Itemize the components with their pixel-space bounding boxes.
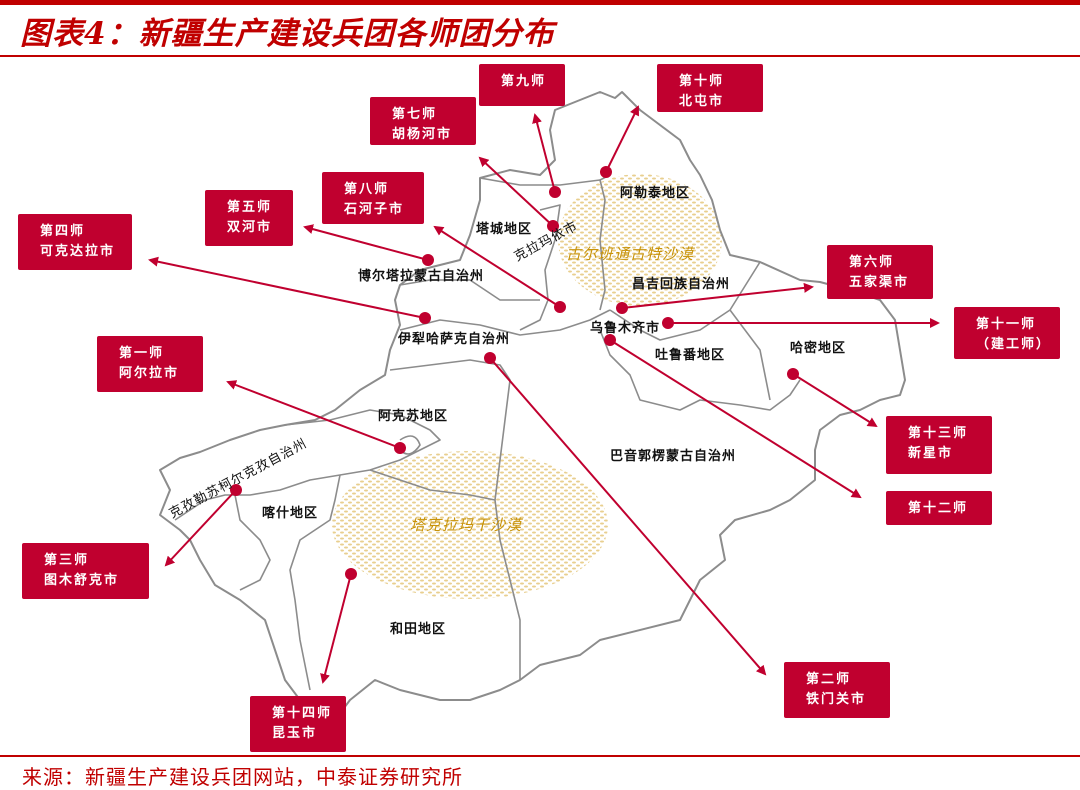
division-box-9: 第九师 xyxy=(479,64,565,106)
region-label-bayingolin: 巴音郭楞蒙古自治州 xyxy=(610,449,737,464)
division-box-12: 第十二师 xyxy=(886,491,992,525)
division-city: 五家渠市 xyxy=(849,275,910,290)
division-box-2: 第二师 铁门关市 xyxy=(784,662,890,718)
region-label-tacheng: 塔城地区 xyxy=(476,222,533,237)
division-name: 第十四师 xyxy=(272,706,333,721)
source-note: 来源：新疆生产建设兵团网站，中泰证券研究所 xyxy=(22,765,463,789)
division-name: 第五师 xyxy=(227,200,273,215)
division-box-10: 第十师 北屯市 xyxy=(657,64,763,112)
region-label-aksu: 阿克苏地区 xyxy=(378,409,449,424)
division-name: 第三师 xyxy=(44,553,90,568)
division-name: 第七师 xyxy=(392,107,438,122)
location-dots xyxy=(230,166,799,580)
region-label-kashgar: 喀什地区 xyxy=(262,506,319,521)
region-label-ili: 伊犁哈萨克自治州 xyxy=(398,332,511,347)
division-city: 胡杨河市 xyxy=(392,127,453,142)
division-city: 阿尔拉市 xyxy=(119,366,180,381)
division-name: 第十三师 xyxy=(908,426,969,441)
division-city: 北屯市 xyxy=(679,94,725,109)
division-box-8: 第八师 石河子市 xyxy=(322,172,424,224)
division-city: （建工师） xyxy=(976,337,1052,352)
division-name: 第十二师 xyxy=(908,501,969,516)
desert-label-taklamakan: 塔克拉玛干沙漠 xyxy=(410,516,523,534)
division-name: 第一师 xyxy=(119,346,165,361)
taklamakan-desert-area xyxy=(332,451,608,599)
footer-rule xyxy=(0,755,1080,757)
region-label-hotan: 和田地区 xyxy=(390,622,447,637)
division-city: 铁门关市 xyxy=(806,692,867,707)
division-name: 第二师 xyxy=(806,672,852,687)
division-box-6: 第六师 五家渠市 xyxy=(827,245,933,299)
title-rule xyxy=(0,55,1080,57)
division-name: 第九师 xyxy=(501,74,547,89)
division-city: 可克达拉市 xyxy=(40,244,116,259)
division-box-11: 第十一师 （建工师） xyxy=(954,307,1060,359)
region-label-changji: 昌吉回族自治州 xyxy=(632,277,731,292)
gurbantunggut-desert-area xyxy=(558,174,722,306)
region-label-urumqi: 乌鲁木齐市 xyxy=(590,321,661,336)
division-name: 第四师 xyxy=(40,224,86,239)
desert-label-gurbantunggut: 古尔班通古特沙漠 xyxy=(566,245,695,263)
division-name: 第六师 xyxy=(849,255,895,270)
region-boundaries xyxy=(174,174,801,691)
region-label-altay: 阿勒泰地区 xyxy=(620,186,691,201)
division-box-3: 第三师 图木舒克市 xyxy=(22,543,149,599)
division-city: 双河市 xyxy=(227,220,273,235)
division-name: 第十师 xyxy=(679,74,725,89)
division-box-7: 第七师 胡杨河市 xyxy=(370,97,476,145)
division-box-5: 第五师 双河市 xyxy=(205,190,293,246)
region-label-bortala: 博尔塔拉蒙古自治州 xyxy=(358,269,485,284)
division-box-14: 第十四师 昆玉市 xyxy=(250,696,346,752)
region-label-turpan: 吐鲁番地区 xyxy=(655,348,726,363)
leader-lines xyxy=(148,105,940,684)
division-box-13: 第十三师 新星市 xyxy=(886,416,992,474)
division-city: 图木舒克市 xyxy=(44,573,120,588)
division-city: 新星市 xyxy=(908,446,954,461)
division-name: 第十一师 xyxy=(976,317,1037,332)
division-city: 昆玉市 xyxy=(272,726,318,741)
region-label-hami: 哈密地区 xyxy=(790,341,847,356)
division-box-4: 第四师 可克达拉市 xyxy=(18,214,132,270)
division-box-1: 第一师 阿尔拉市 xyxy=(97,336,203,392)
figure-title: 图表4：新疆生产建设兵团各师团分布 xyxy=(20,16,555,52)
top-rule xyxy=(0,0,1080,5)
xinjiang-outline xyxy=(159,91,906,721)
division-city: 石河子市 xyxy=(344,202,405,217)
division-name: 第八师 xyxy=(344,182,390,197)
